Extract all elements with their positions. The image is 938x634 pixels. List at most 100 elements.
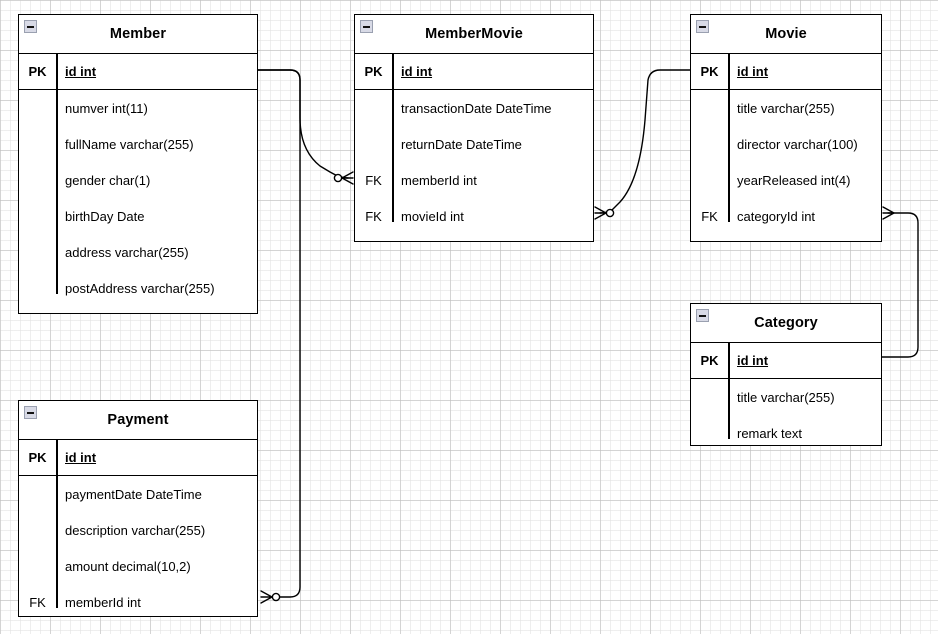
- minus-bar: [699, 314, 706, 317]
- attribute-name: yearReleased int(4): [737, 172, 851, 188]
- pk-key-label: PK: [700, 64, 719, 79]
- entity-header-movie[interactable]: Movie: [691, 15, 881, 54]
- attribute-row[interactable]: birthDay Date: [19, 198, 257, 234]
- attribute-rows-movie: title varchar(255) director varchar(100) y…: [691, 90, 881, 234]
- entity-title-payment: Payment: [107, 412, 169, 428]
- fk-key-label: FK: [365, 208, 382, 224]
- pk-key-label: PK: [28, 450, 47, 465]
- attribute-name: gender char(1): [65, 172, 151, 188]
- pk-row-payment[interactable]: PK id int: [19, 440, 257, 476]
- pk-attribute-name: id int: [392, 64, 593, 79]
- collapse-minus-icon[interactable]: [24, 20, 37, 33]
- attribute-row[interactable]: description varchar(255): [19, 512, 257, 548]
- pk-row-member[interactable]: PK id int: [19, 54, 257, 90]
- pk-row-movie[interactable]: PK id int: [691, 54, 881, 90]
- attribute-name: movieId int: [401, 208, 464, 224]
- attribute-name: postAddress varchar(255): [65, 280, 215, 296]
- attribute-row[interactable]: amount decimal(10,2): [19, 548, 257, 584]
- entity-header-category[interactable]: Category: [691, 304, 881, 343]
- attribute-name: transactionDate DateTime: [401, 100, 552, 116]
- attribute-name: description varchar(255): [65, 522, 206, 538]
- pk-underline-text: id int: [737, 353, 769, 368]
- attribute-row[interactable]: title varchar(255): [691, 90, 881, 126]
- relationship-path: [257, 69, 349, 179]
- attribute-row[interactable]: gender char(1): [19, 162, 257, 198]
- attribute-name: memberId int: [401, 172, 477, 188]
- attribute-name: memberId int: [65, 594, 141, 610]
- pk-attribute-name: id int: [728, 64, 881, 79]
- crows-foot-marker: [882, 206, 895, 220]
- collapse-minus-icon[interactable]: [696, 309, 709, 322]
- attribute-name: remark text: [737, 425, 803, 441]
- zero-cardinality-circle: [605, 208, 615, 218]
- attribute-row[interactable]: numver int(11): [19, 90, 257, 126]
- pk-underline-text: id int: [65, 64, 97, 79]
- relationship-path: [257, 69, 301, 598]
- attribute-name: director varchar(100): [737, 136, 858, 152]
- attribute-row[interactable]: director varchar(100): [691, 126, 881, 162]
- crows-foot-marker: [260, 590, 273, 604]
- attribute-row[interactable]: postAddress varchar(255): [19, 270, 257, 306]
- attribute-row[interactable]: yearReleased int(4): [691, 162, 881, 198]
- attribute-row[interactable]: remark text: [691, 415, 881, 451]
- attribute-row[interactable]: transactionDate DateTime: [355, 90, 593, 126]
- minus-bar: [27, 25, 34, 28]
- minus-bar: [27, 411, 34, 414]
- pk-row-category[interactable]: PK id int: [691, 343, 881, 379]
- entity-header-payment[interactable]: Payment: [19, 401, 257, 440]
- entity-header-member[interactable]: Member: [19, 15, 257, 54]
- zero-cardinality-circle: [333, 173, 343, 183]
- attribute-row[interactable]: address varchar(255): [19, 234, 257, 270]
- relationship-member-payment[interactable]: [257, 69, 301, 604]
- pk-attribute-name: id int: [56, 450, 257, 465]
- attribute-row[interactable]: title varchar(255): [691, 379, 881, 415]
- relationship-member-membermovie[interactable]: [257, 69, 354, 185]
- collapse-minus-icon[interactable]: [24, 406, 37, 419]
- entity-title-member: Member: [109, 26, 167, 42]
- attribute-row[interactable]: FK movieId int: [355, 198, 593, 234]
- collapse-minus-icon[interactable]: [696, 20, 709, 33]
- crows-foot-marker: [594, 206, 607, 220]
- relationship-path: [881, 212, 919, 358]
- entity-title-membermovie: MemberMovie: [425, 26, 523, 42]
- minus-bar: [699, 25, 706, 28]
- attribute-name: address varchar(255): [65, 244, 189, 260]
- minus-bar: [363, 25, 370, 28]
- crows-foot-marker: [341, 171, 354, 185]
- attribute-name: title varchar(255): [737, 389, 835, 405]
- relationship-movie-category[interactable]: [881, 206, 919, 358]
- attribute-name: amount decimal(10,2): [65, 558, 191, 574]
- attribute-row[interactable]: paymentDate DateTime: [19, 476, 257, 512]
- attribute-name: paymentDate DateTime: [65, 486, 202, 502]
- attribute-row[interactable]: returnDate DateTime: [355, 126, 593, 162]
- collapse-minus-icon[interactable]: [360, 20, 373, 33]
- attribute-rows-payment: paymentDate DateTime description varchar(…: [19, 476, 257, 620]
- pk-attribute-name: id int: [728, 353, 881, 368]
- attribute-row[interactable]: fullName varchar(255): [19, 126, 257, 162]
- attribute-rows-membermovie: transactionDate DateTime returnDate DateT…: [355, 90, 593, 234]
- pk-underline-text: id int: [65, 450, 97, 465]
- attribute-rows-member: numver int(11)fullName varchar(255) gende…: [19, 90, 257, 306]
- attribute-row[interactable]: FK memberId int: [355, 162, 593, 198]
- fk-key-label: FK: [365, 172, 382, 188]
- zero-cardinality-circle: [271, 592, 281, 602]
- pk-underline-text: id int: [401, 64, 433, 79]
- attribute-name: returnDate DateTime: [401, 136, 522, 152]
- entity-title-category: Category: [754, 315, 818, 331]
- entity-header-membermovie[interactable]: MemberMovie: [355, 15, 593, 54]
- pk-key-label: PK: [28, 64, 47, 79]
- attribute-name: birthDay Date: [65, 208, 145, 224]
- pk-row-membermovie[interactable]: PK id int: [355, 54, 593, 90]
- attribute-name: categoryId int: [737, 208, 816, 224]
- pk-key-label: PK: [364, 64, 383, 79]
- pk-key-label: PK: [700, 353, 719, 368]
- relationship-movie-membermovie[interactable]: [594, 69, 691, 220]
